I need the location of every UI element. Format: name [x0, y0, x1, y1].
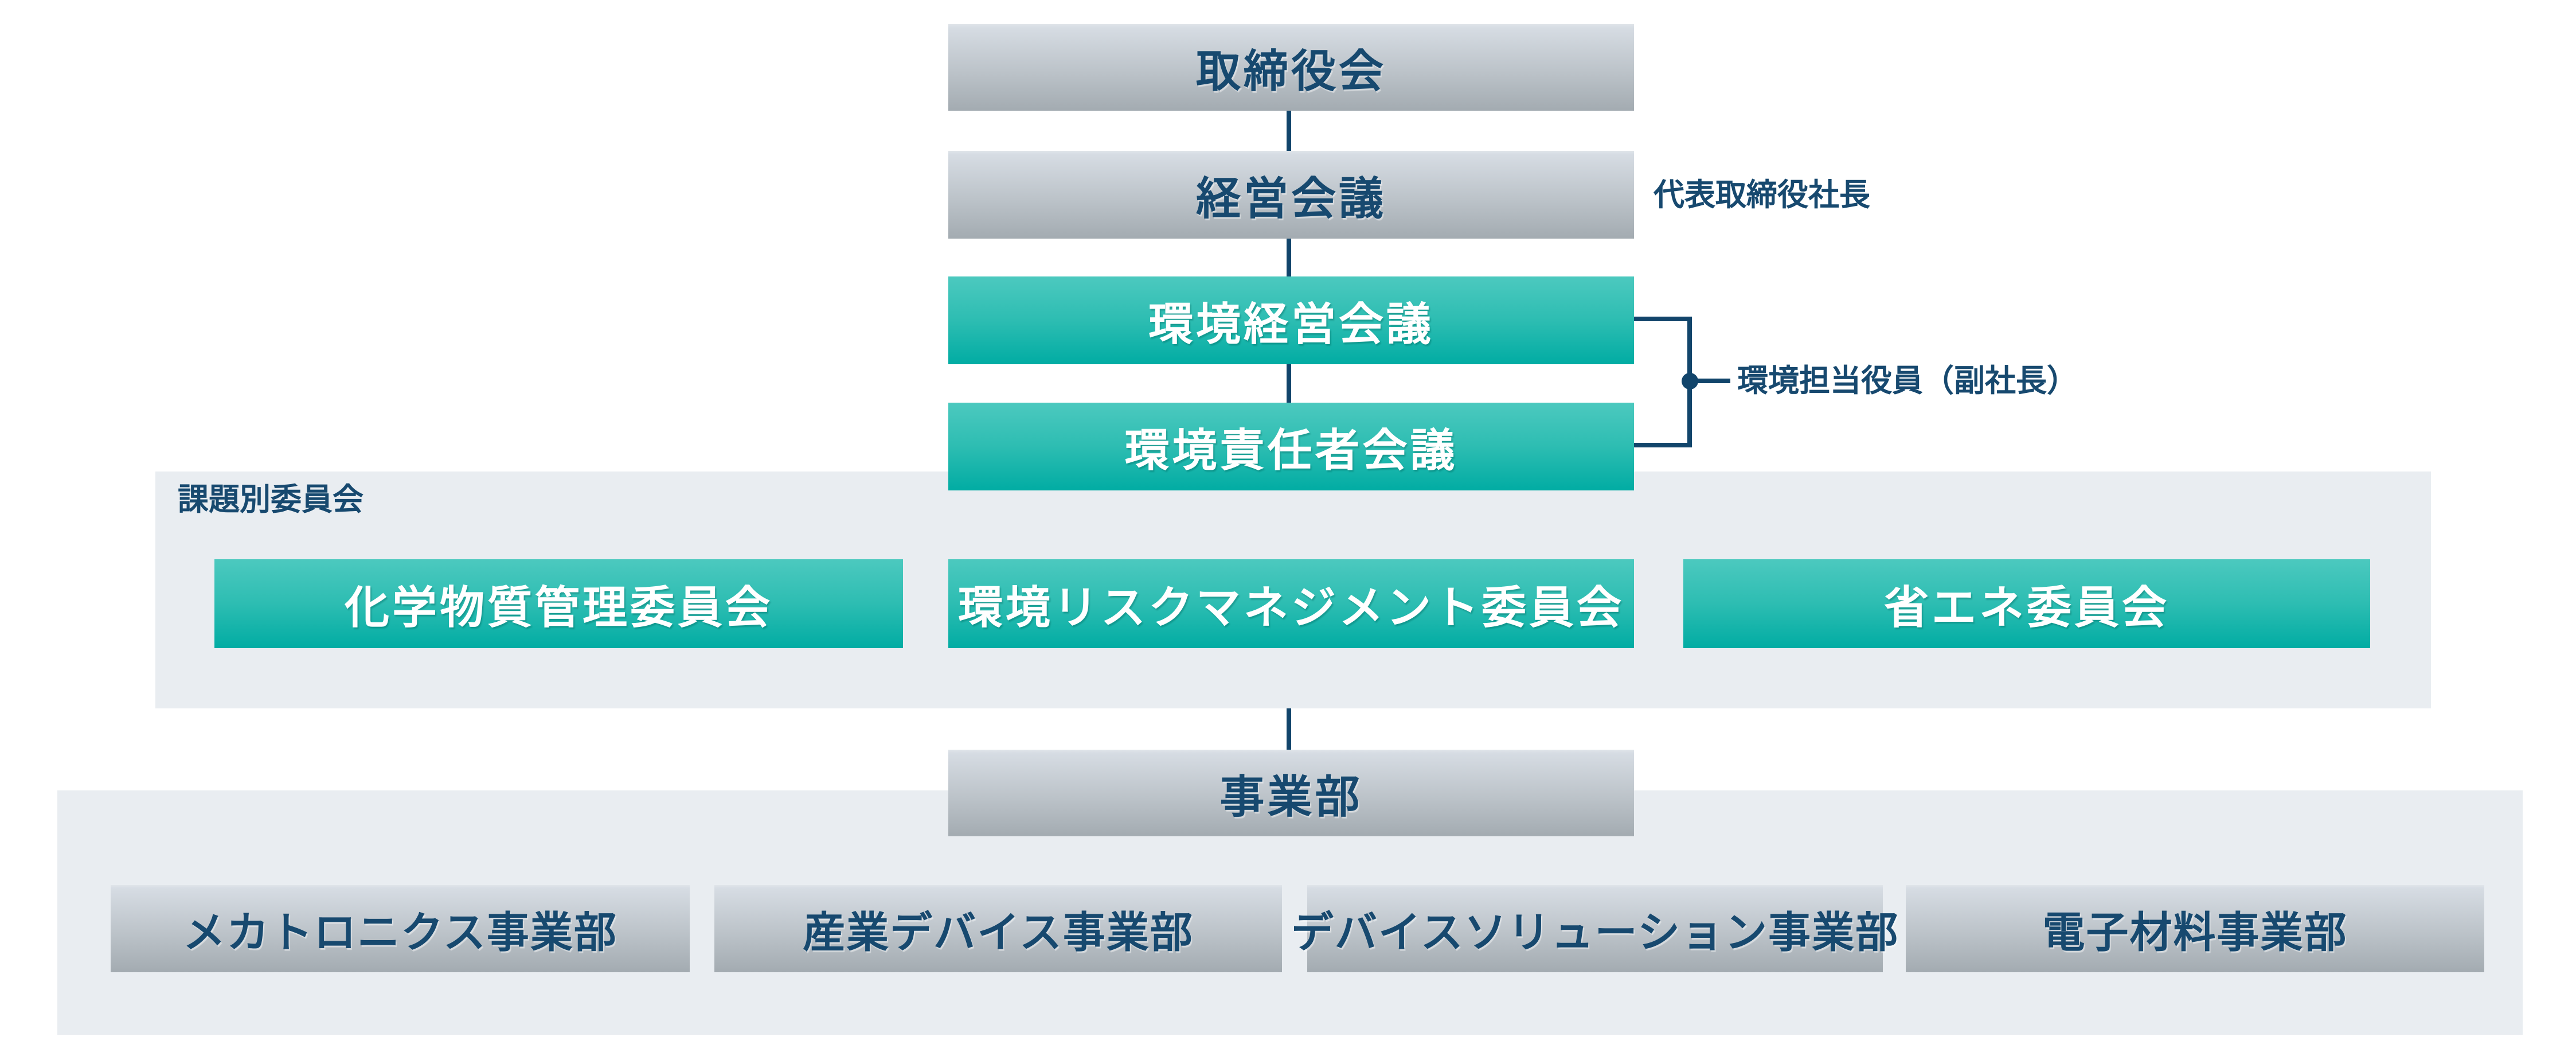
- node-chemical-substance-committee: 化学物質管理委員会: [214, 559, 903, 648]
- node-industrial-devices-division: 産業デバイス事業部: [714, 885, 1282, 972]
- node-electronic-materials-division: 電子材料事業部: [1906, 885, 2484, 972]
- annotation-president: 代表取締役社長: [1654, 178, 1870, 212]
- bracket-bottom-line: [1634, 443, 1692, 447]
- node-board-of-directors: 取締役会: [948, 24, 1634, 111]
- node-environmental-management-meeting: 環境経営会議: [948, 276, 1634, 364]
- node-mechatronics-division: メカトロニクス事業部: [111, 885, 690, 972]
- connector-board-to-management: [1287, 111, 1291, 151]
- connector-committees-to-division: [1287, 708, 1291, 750]
- bracket-top-line: [1634, 317, 1692, 321]
- node-environmental-officer-meeting: 環境責任者会議: [948, 403, 1634, 490]
- annotation-environmental-executive: 環境担当役員（副社長）: [1737, 364, 2078, 398]
- bracket-label-stem: [1691, 379, 1730, 383]
- node-management-meeting: 経営会議: [948, 151, 1634, 239]
- node-energy-saving-committee: 省エネ委員会: [1683, 559, 2370, 648]
- node-environmental-risk-management-committee: 環境リスクマネジメント委員会: [948, 559, 1634, 648]
- node-business-division-hq: 事業部: [948, 750, 1634, 836]
- connector-env-management-to-env-officer: [1287, 364, 1291, 403]
- node-device-solutions-division: デバイスソリューション事業部: [1291, 885, 1898, 972]
- connector-management-to-env-management: [1287, 239, 1291, 276]
- committee-section-label: 課題別委員会: [178, 482, 363, 517]
